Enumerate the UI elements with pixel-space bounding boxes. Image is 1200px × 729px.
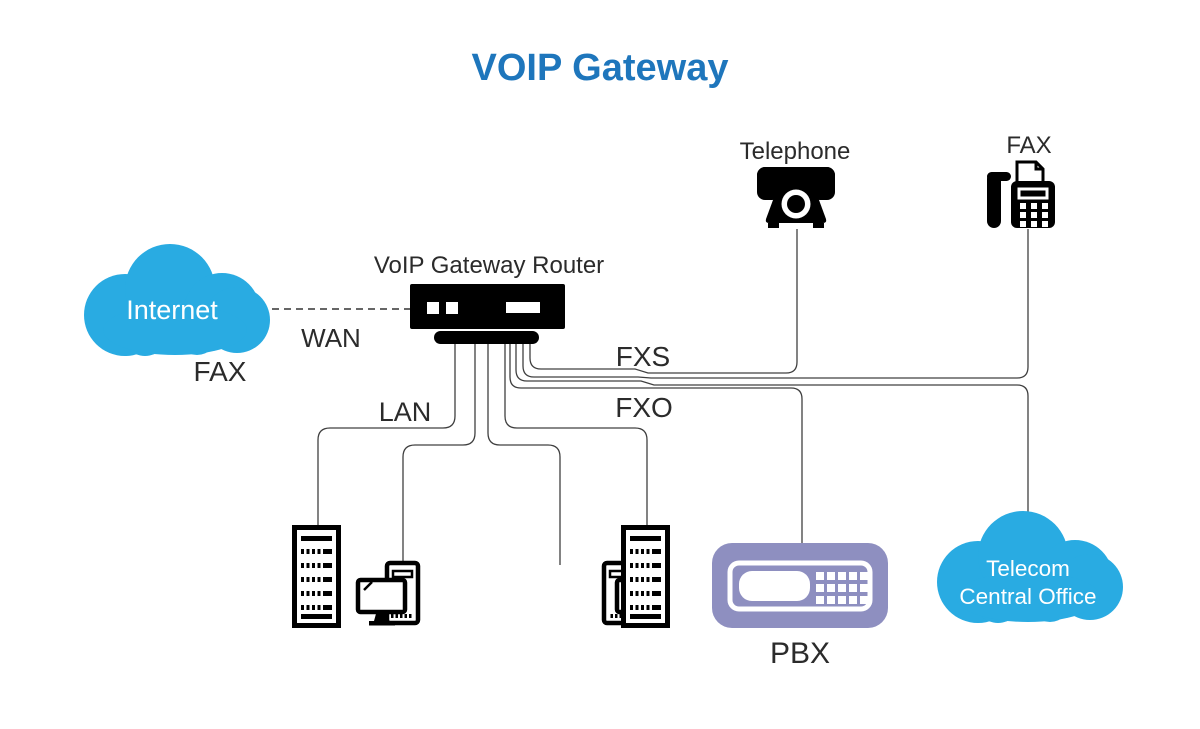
wan-label: WAN <box>301 323 361 353</box>
telecom-central-office-node: Telecom Central Office <box>937 511 1123 623</box>
connection-lines <box>272 229 1029 565</box>
telephone-label: Telephone <box>740 138 851 165</box>
router-icon <box>410 284 565 344</box>
internet-fax-label: FAX <box>194 356 247 387</box>
fxo-label: FXO <box>615 392 673 423</box>
fax-icon <box>985 160 1057 230</box>
telephone-node: Telephone <box>740 138 851 228</box>
server-rack-icon-1 <box>295 528 339 626</box>
fxs-line-telephone <box>529 229 798 374</box>
fxo-line-pbx <box>509 343 803 543</box>
telephone-icon <box>757 167 835 228</box>
fxs-label: FXS <box>616 341 670 372</box>
pbx-label: PBX <box>770 637 830 670</box>
fax-label: FAX <box>1006 132 1051 159</box>
telecom-label-line1: Telecom <box>986 556 1070 581</box>
pbx-node: PBX <box>712 543 888 670</box>
fxs-line-fax <box>522 229 1029 379</box>
internet-cloud-node: Internet <box>84 244 270 356</box>
router-label: VoIP Gateway Router <box>374 252 604 279</box>
server-rack-icon-2 <box>624 528 668 626</box>
lan-line-rack1 <box>317 343 456 525</box>
telecom-label-line2: Central Office <box>959 584 1096 609</box>
lan-line-rack2 <box>504 343 648 525</box>
pbx-icon <box>712 543 888 628</box>
fxo-line-telecom <box>515 343 1029 517</box>
computer-icon-1 <box>358 563 418 626</box>
voip-gateway-router-node: VoIP Gateway Router <box>374 252 604 344</box>
internet-label: Internet <box>126 295 218 325</box>
lan-line-computer2 <box>487 343 561 565</box>
lan-label: LAN <box>379 397 432 427</box>
fax-node: FAX <box>985 132 1057 230</box>
lan-line-computer1 <box>402 343 476 565</box>
page-title: VOIP Gateway <box>472 47 729 89</box>
